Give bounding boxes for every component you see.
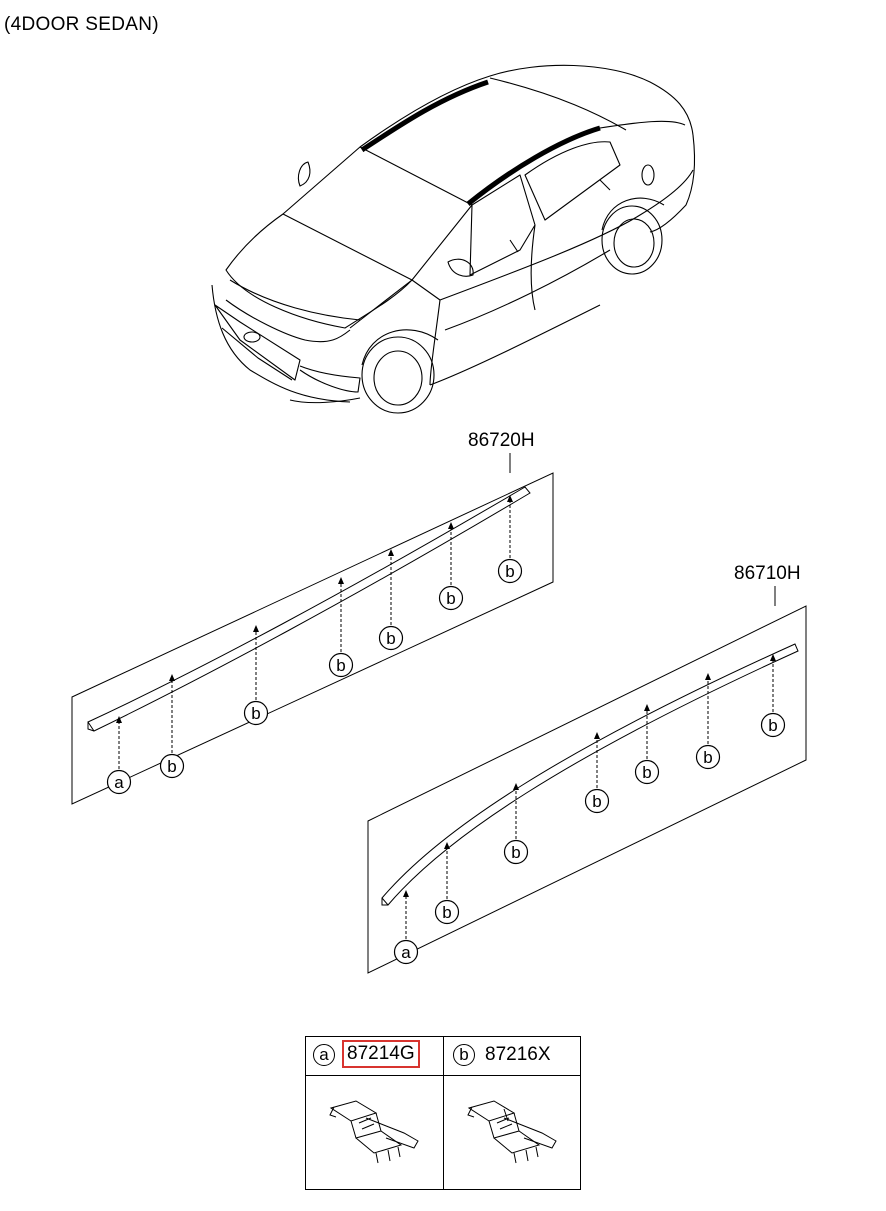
callout-label-b[interactable]: b: [592, 792, 601, 811]
callout-circle-b: [243, 700, 269, 726]
callout-label-b[interactable]: b: [768, 716, 777, 735]
callout-circle-b: [328, 652, 354, 678]
callout-circle-a: [393, 939, 419, 965]
assembly-86710H-frame: [367, 605, 807, 974]
molding-86720H: [87, 486, 531, 732]
callout-label-b[interactable]: b: [386, 629, 395, 648]
callout-label-a[interactable]: a: [401, 943, 411, 962]
callout-label-b[interactable]: b: [251, 704, 260, 723]
callout-label-b[interactable]: b: [336, 656, 345, 675]
molding-86710H: [381, 643, 799, 906]
part-number-86710H[interactable]: 86710H: [734, 563, 801, 584]
callout-circle-b: [584, 788, 610, 814]
callout-circle-b: [695, 744, 721, 770]
legend-divider-vertical: [443, 1037, 444, 1189]
callout-label-b[interactable]: b: [511, 843, 520, 862]
callout-label-b[interactable]: b: [703, 748, 712, 767]
part-number-86720H[interactable]: 86720H: [468, 430, 535, 451]
callout-circle-b: [760, 712, 786, 738]
callout-circle-a: [106, 769, 132, 795]
callout-circle-b: [434, 899, 460, 925]
callout-circle-b: [438, 585, 464, 611]
legend-letter-b: b: [453, 1044, 475, 1066]
assembly-86720H: [71, 453, 554, 805]
fastener-legend: a 87214G b 87216X: [305, 1036, 581, 1190]
callout-circle-b: [497, 558, 523, 584]
assembly-86710H: [367, 586, 807, 974]
legend-divider-horizontal: [306, 1075, 580, 1076]
callout-circle-b: [634, 759, 660, 785]
callout-label-b[interactable]: b: [642, 763, 651, 782]
car-illustration: [211, 64, 696, 414]
callout-label-b[interactable]: b: [505, 562, 514, 581]
callout-label-b[interactable]: b: [446, 589, 455, 608]
callout-circle-b: [159, 753, 185, 779]
legend-code-87216X[interactable]: 87216X: [485, 1044, 551, 1065]
callout-circle-b: [378, 625, 404, 651]
clip-a-icon: [329, 1100, 419, 1164]
callout-circle-b: [503, 839, 529, 865]
assembly-86720H-frame: [71, 472, 554, 805]
legend-code-87214G[interactable]: 87214G: [342, 1040, 420, 1068]
callout-label-b[interactable]: b: [442, 903, 451, 922]
callout-label-b[interactable]: b: [167, 757, 176, 776]
diagram-title: (4DOOR SEDAN): [4, 14, 159, 35]
legend-letter-a: a: [313, 1044, 335, 1066]
clip-b-icon: [467, 1100, 557, 1164]
callout-label-a[interactable]: a: [114, 773, 124, 792]
callout-layer: a b b b b b b a b b b b b b: [106, 495, 786, 965]
